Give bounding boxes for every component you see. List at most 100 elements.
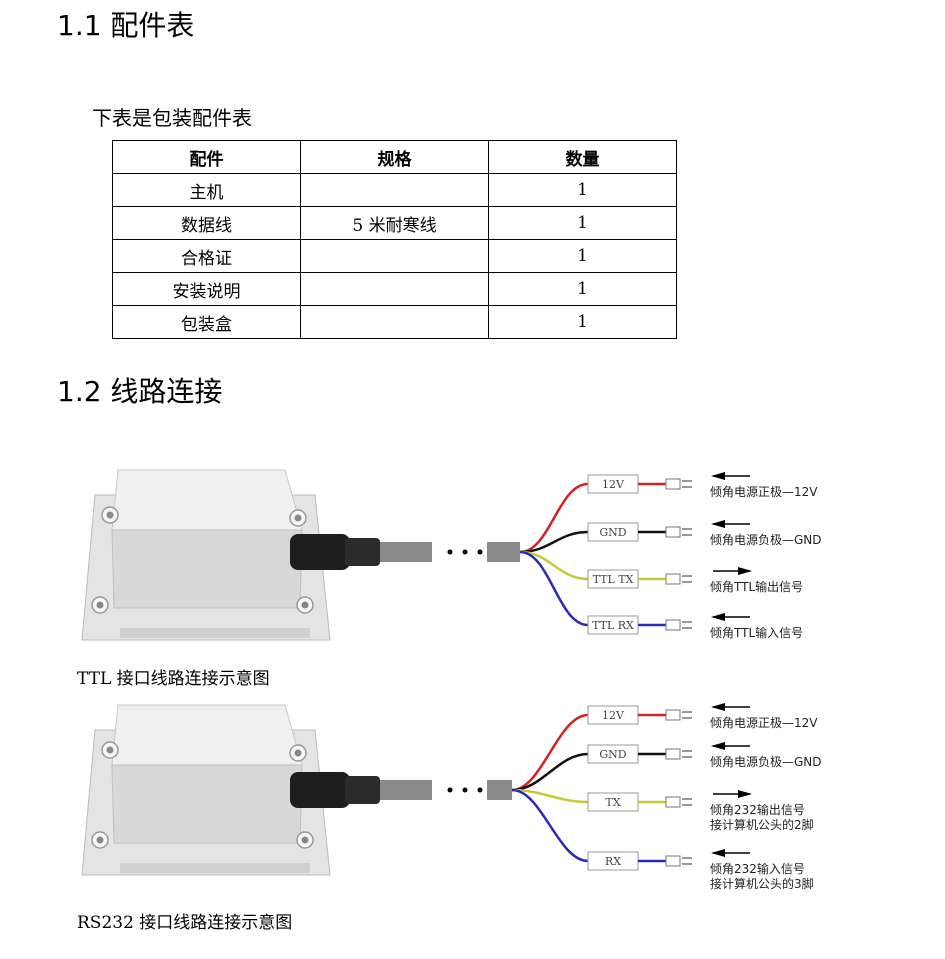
- wire: [519, 482, 589, 554]
- wire-label: TX: [605, 796, 620, 809]
- wire-label: TTL RX: [592, 619, 634, 632]
- device-base-edge: [120, 628, 310, 638]
- wire-description: 倾角TTL输出信号: [710, 579, 803, 594]
- wire-label: RX: [605, 855, 621, 868]
- wire: [511, 713, 589, 792]
- cable-connector: [290, 534, 350, 570]
- terminal-plug-icon: [665, 748, 681, 760]
- wire: [511, 752, 589, 792]
- rs232-diagram-caption: RS232 接口线路连接示意图: [77, 913, 293, 933]
- terminal-plug-icon: [665, 526, 681, 538]
- terminal-plug-icon: [665, 573, 681, 585]
- terminal-pins: [682, 711, 692, 719]
- terminal-pins: [682, 480, 692, 488]
- ellipsis-dot: [477, 549, 483, 555]
- wire: [519, 550, 589, 627]
- table-row: 安装说明 1: [112, 272, 677, 306]
- terminal-plug-icon: [665, 796, 681, 808]
- table-header-row: 配件 规格 数量: [112, 140, 677, 174]
- cell: 主机: [112, 173, 301, 207]
- header-cell: 规格: [300, 140, 489, 174]
- cell: 安装说明: [112, 272, 301, 306]
- mounting-hole-center: [106, 511, 114, 519]
- mounting-hole-center: [96, 601, 104, 609]
- wire-description: 倾角232输出信号: [710, 802, 805, 817]
- mounting-hole-center: [301, 836, 309, 844]
- arrow-left-icon: [711, 520, 725, 528]
- wire-label: 12V: [602, 478, 625, 491]
- cell: 合格证: [112, 239, 301, 273]
- wire-description: 倾角电源负极—GND: [710, 755, 822, 769]
- device-front-face: [111, 529, 303, 609]
- table-intro: 下表是包装配件表: [92, 106, 252, 130]
- wire: [511, 788, 589, 863]
- terminal-pins: [682, 528, 692, 536]
- wire-description: 接计算机公头的2脚: [710, 817, 814, 832]
- wire-label: 12V: [602, 709, 625, 722]
- cable-segment: [380, 780, 432, 800]
- ellipsis-dot: [447, 787, 453, 793]
- cell: 包装盒: [112, 305, 301, 339]
- header-cell: 配件: [112, 140, 301, 174]
- cell: 1: [488, 272, 677, 306]
- cell: 1: [488, 173, 677, 207]
- mounting-hole-center: [301, 601, 309, 609]
- wire: [519, 530, 589, 554]
- mounting-hole-center: [294, 749, 302, 757]
- section-title-accessories: 1.1 配件表: [57, 9, 195, 42]
- terminal-plug-icon: [665, 478, 681, 490]
- arrow-right-icon: [738, 790, 752, 798]
- cell: [300, 173, 489, 207]
- device-front-face: [111, 764, 303, 844]
- table-row: 包装盒 1: [112, 305, 677, 339]
- wire-description: 倾角232输入信号: [710, 861, 805, 876]
- cell: 1: [488, 206, 677, 240]
- terminal-plug-icon: [665, 855, 681, 867]
- mounting-hole-center: [106, 746, 114, 754]
- wire-description: 倾角电源正极—12V: [710, 716, 818, 730]
- arrow-left-icon: [711, 472, 725, 480]
- terminal-pins: [682, 621, 692, 629]
- device-top-face: [111, 469, 303, 531]
- mounting-hole-center: [96, 836, 104, 844]
- terminal-plug-icon: [665, 619, 681, 631]
- terminal-pins: [682, 750, 692, 758]
- arrow-right-icon: [738, 567, 752, 575]
- wire-label: GND: [599, 526, 626, 539]
- cell: 数据线: [112, 206, 301, 240]
- wire-description: 倾角电源负极—GND: [710, 533, 822, 547]
- table-row: 主机 1: [112, 173, 677, 207]
- cable-connector-nut: [345, 538, 380, 566]
- mounting-hole-center: [294, 514, 302, 522]
- cable-segment: [487, 542, 520, 562]
- device-top-face: [111, 704, 303, 766]
- cable-connector-nut: [345, 776, 380, 804]
- terminal-pins: [682, 798, 692, 806]
- cable-connector: [290, 772, 350, 808]
- ellipsis-dot: [477, 787, 483, 793]
- cell: 5 米耐寒线: [300, 206, 489, 240]
- wire: [511, 788, 589, 804]
- arrow-left-icon: [711, 849, 725, 857]
- ellipsis-dot: [462, 549, 468, 555]
- rs232-wiring-diagram: 12V 倾角电源正极—12V GND 倾角电源负极—GND TX 倾角232输出信号接计算…: [81, 703, 822, 891]
- terminal-pins: [682, 857, 692, 865]
- wire-label: TTL TX: [593, 573, 634, 586]
- cell: 1: [488, 239, 677, 273]
- cell: [300, 272, 489, 306]
- cable-segment: [487, 780, 512, 800]
- cell: 1: [488, 305, 677, 339]
- cell: [300, 239, 489, 273]
- section-title-wiring: 1.2 线路连接: [57, 375, 223, 408]
- cable-segment: [380, 542, 432, 562]
- arrow-left-icon: [711, 742, 725, 750]
- terminal-pins: [682, 575, 692, 583]
- arrow-left-icon: [711, 703, 725, 711]
- wire-label: GND: [599, 748, 626, 761]
- wire-description: 倾角TTL输入信号: [710, 625, 803, 640]
- ellipsis-dot: [447, 549, 453, 555]
- ttl-diagram-caption: TTL 接口线路连接示意图: [77, 669, 270, 689]
- wire-description: 接计算机公头的3脚: [710, 876, 814, 891]
